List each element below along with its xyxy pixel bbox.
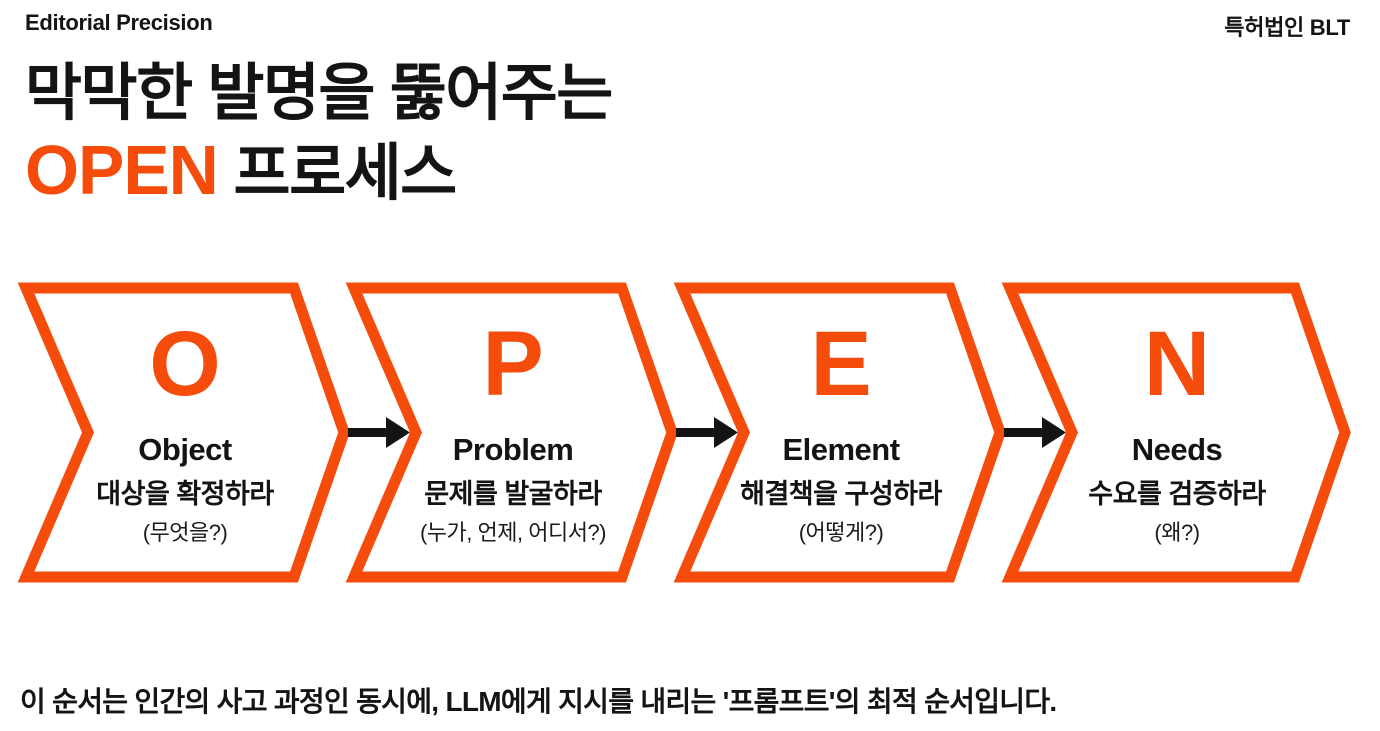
footer-note: 이 순서는 인간의 사고 과정인 동시에, LLM에게 지시를 내리는 '프롬프… [20,686,1057,717]
title-line2-rest: 프로세스 [233,139,458,208]
step-subtitle: 해결책을 구성하라 [740,479,942,509]
title-open-accent: OPEN [25,131,219,209]
process-step-problem: P Problem 문제를 발굴하라 (누가, 언제, 어디서?) [373,288,653,577]
step-name: Needs [1131,432,1223,467]
brand-label: Editorial Precision [25,10,213,35]
chevron-shape-object [17,282,350,583]
step-letter: N [1143,313,1211,415]
step-subtitle: 수요를 검증하라 [1088,479,1266,509]
step-subtitle: 문제를 발굴하라 [424,479,602,509]
step-hint: (누가, 언제, 어디서?) [419,520,607,545]
chevron-shape-problem [345,282,678,583]
step-hint: (왜?) [1154,520,1200,545]
step-name: Object [138,432,232,467]
process-step-object: O Object 대상을 확정하라 (무엇을?) [45,288,325,577]
step-subtitle: 대상을 확정하라 [96,479,274,509]
step-hint: (어떻게?) [798,520,884,545]
arrow-right-icon [348,417,410,448]
process-step-element: E Element 해결책을 구성하라 (어떻게?) [701,288,981,577]
step-name: Element [782,432,900,467]
chevron-shape-element [673,282,1006,583]
process-step-needs: N Needs 수요를 검증하라 (왜?) [1037,288,1317,577]
arrow-right-icon [676,417,738,448]
arrow-right-icon [1004,417,1066,448]
step-name: Problem [452,432,574,467]
step-letter: O [149,313,221,415]
chevron-shape-needs [1001,282,1351,583]
company-label: 특허법인 BLT [1224,15,1350,40]
step-letter: P [482,313,544,415]
step-letter: E [810,313,872,415]
step-hint: (무엇을?) [142,520,228,545]
title-line1: 막막한 발명을 뚫어주는 [25,59,613,128]
